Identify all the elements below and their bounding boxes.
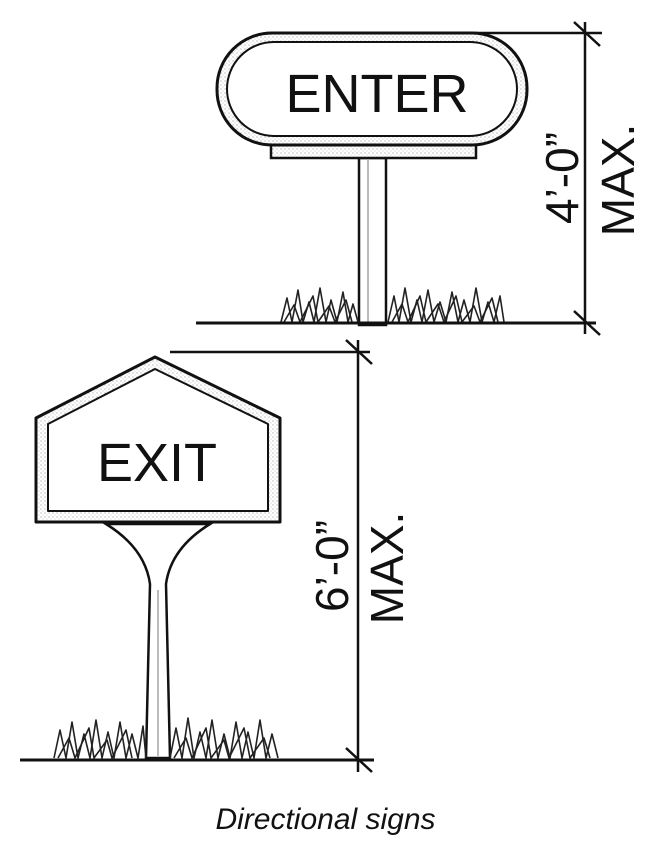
exit-grass — [53, 717, 279, 759]
exit-dimension — [170, 339, 373, 773]
exit-dimension-qualifier: MAX. — [361, 512, 413, 624]
enter-dimension-value: 4’-0” — [536, 132, 588, 224]
enter-dimension-qualifier: MAX. — [592, 124, 644, 236]
enter-sign: ENTER — [215, 31, 529, 327]
figure-caption: Directional signs — [215, 803, 436, 836]
enter-grass — [280, 287, 505, 323]
exit-dimension-value: 6’-0” — [306, 520, 358, 612]
exit-sign-label: EXIT — [97, 433, 217, 493]
enter-dimension — [430, 21, 602, 336]
enter-sign-panel-inner — [226, 41, 518, 137]
exit-sign: EXIT — [34, 355, 282, 760]
enter-sign-label: ENTER — [285, 64, 468, 124]
enter-sign-post — [357, 156, 388, 327]
exit-sign-panel-inner — [47, 368, 269, 512]
